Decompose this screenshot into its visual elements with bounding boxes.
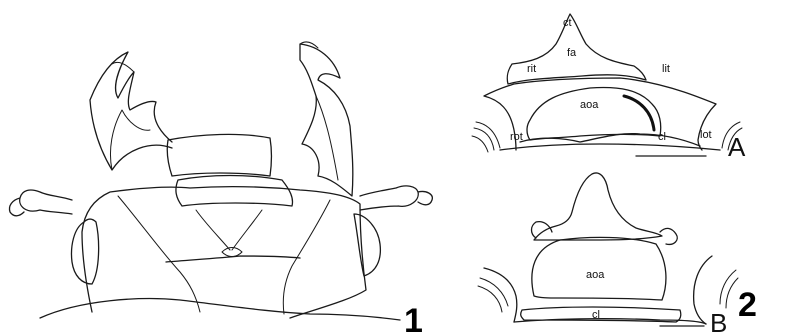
head-capsule — [82, 187, 366, 318]
2a-left-side-lines — [472, 122, 500, 152]
labrum — [167, 134, 271, 176]
right-eye — [354, 214, 380, 276]
2a-label-rit: rit — [527, 63, 536, 75]
figure2-number: 2 — [738, 286, 757, 324]
vertex-carina — [166, 256, 300, 262]
left-mandible-tooth — [112, 62, 134, 72]
right-antenna — [360, 186, 432, 210]
panel-label-b: B — [710, 308, 727, 336]
clypeus — [176, 176, 293, 207]
2a-label-lot: lot — [700, 129, 712, 141]
frontal-v-right — [232, 210, 262, 250]
figure2b-drawing — [478, 173, 738, 326]
frontal-v-left — [196, 210, 230, 250]
panel-label-a: A — [728, 132, 746, 162]
2b-right-side-lines — [720, 270, 738, 308]
2b-right-tubercle — [660, 228, 677, 244]
2a-label-aoa: aoa — [580, 99, 599, 111]
frontal-suture-left — [118, 196, 200, 312]
2a-label-fa: fa — [567, 47, 577, 59]
2a-label-cl: cl — [658, 131, 666, 143]
2a-label-ct: ct — [563, 17, 572, 29]
2a-label-lit: lit — [662, 63, 670, 75]
2b-left-side-lines — [478, 278, 508, 312]
head-lower-margin — [40, 299, 400, 320]
2a-anterior-oral-area — [527, 88, 661, 140]
2a-label-rot: rot — [510, 131, 523, 143]
right-mandible — [300, 44, 353, 196]
2a-lower-border — [500, 144, 720, 150]
2b-left-tubercle — [532, 222, 553, 238]
2b-label-aoa: aoa — [586, 269, 605, 281]
left-mandible-inner-edge — [110, 110, 150, 170]
2b-frontal-area-outline — [534, 173, 662, 240]
figure1-drawing — [9, 42, 432, 320]
frontal-tubercle — [222, 248, 242, 257]
figure1-number: 1 — [404, 302, 423, 336]
left-antenna — [9, 190, 72, 216]
2b-label-cl: cl — [592, 309, 600, 321]
